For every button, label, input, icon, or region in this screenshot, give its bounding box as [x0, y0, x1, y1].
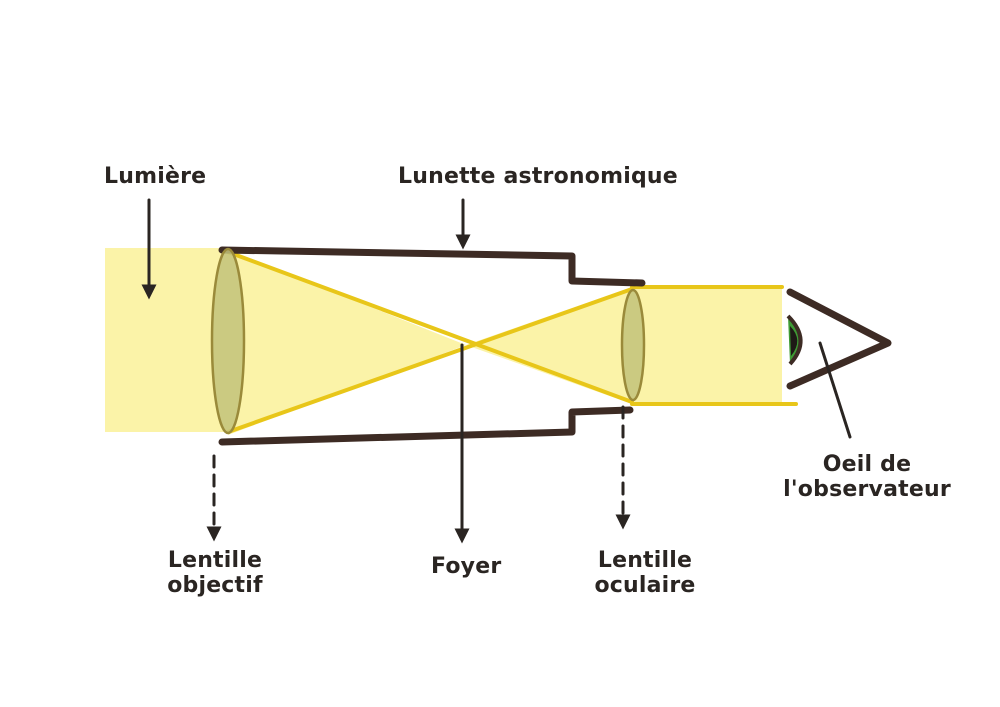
label-lentille-objectif-line1: Lentille [167, 548, 263, 573]
tube-top-wall [218, 246, 646, 287]
incoming-light-beam [105, 248, 230, 432]
label-oeil-line1: Oeil de [822, 452, 912, 477]
light-rays [226, 250, 798, 434]
tube-bottom-wall [218, 406, 634, 446]
observer-eye-icon [786, 288, 892, 390]
label-lentille-oculaire-line2: oculaire [594, 573, 696, 599]
output-light-beam [632, 287, 782, 404]
label-oeil-line2: l'observateur [783, 477, 951, 503]
light-cone-converging [228, 250, 466, 435]
label-lentille-objectif: Lentille objectif [158, 548, 272, 599]
ray-lower [226, 287, 634, 434]
pointer-oeil [818, 341, 852, 439]
label-lentille-objectif-line2: objectif [167, 573, 263, 599]
label-foyer: Foyer [431, 554, 502, 579]
label-oeil-observateur: Oeil de l'observateur [778, 452, 956, 503]
ray-upper [226, 250, 634, 404]
label-lentille-oculaire-line1: Lentille [597, 548, 693, 573]
objective-lens [210, 247, 246, 435]
label-lentille-oculaire: Lentille oculaire [590, 548, 700, 599]
label-lunette-astronomique: Lunette astronomique [398, 164, 678, 189]
label-lumiere: Lumière [104, 164, 207, 189]
light-cone-diverging [466, 287, 632, 404]
eyepiece-lens [620, 288, 646, 402]
telescope-tube [218, 246, 646, 446]
